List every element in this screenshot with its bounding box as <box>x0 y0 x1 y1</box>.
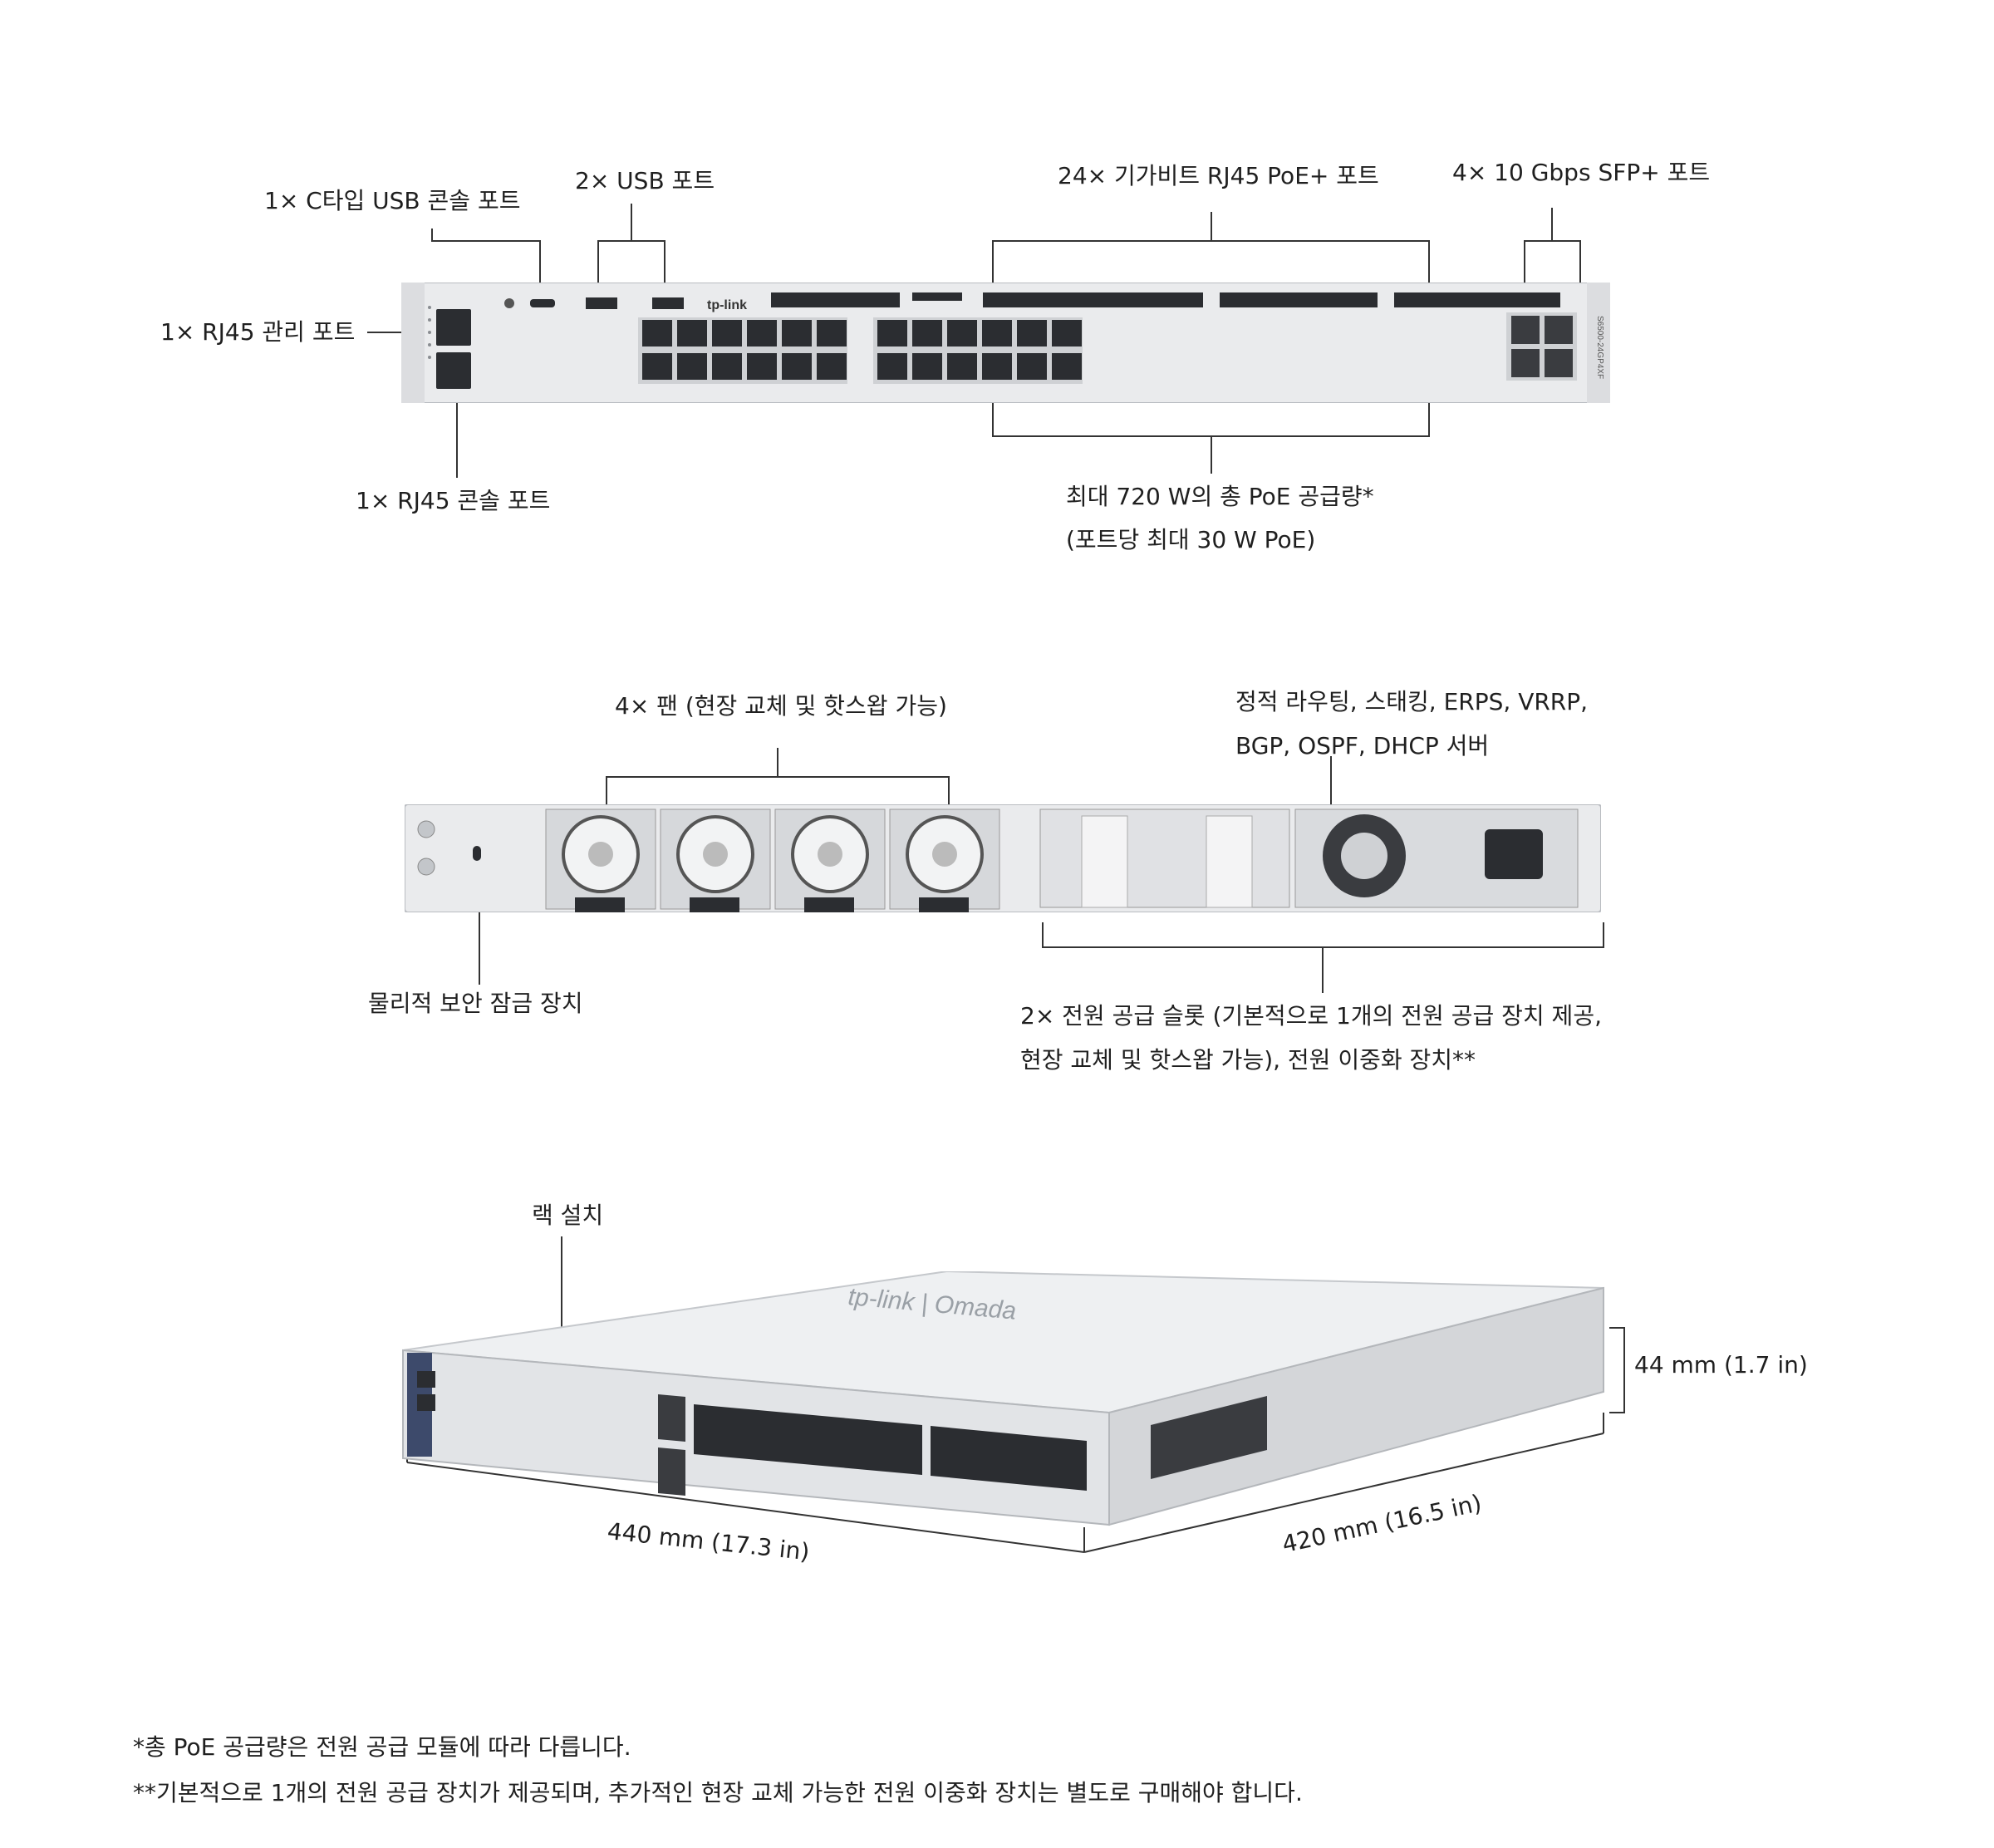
iso-ports <box>694 1404 1087 1491</box>
sfp-cages <box>1506 312 1577 381</box>
power-inlet-shape <box>1485 829 1543 879</box>
lock-slot-shape <box>473 846 481 861</box>
label-mgmt: 1× RJ45 관리 포트 <box>160 318 356 346</box>
label-rj45-console: 1× RJ45 콘솔 포트 <box>356 487 551 514</box>
label-features-2: BGP, OSPF, DHCP 서버 <box>1235 732 1490 759</box>
mgmt-port-shape <box>436 309 471 346</box>
front-panel-figure: tp-link S6500-24GP4XF <box>401 283 1610 403</box>
label-poe-budget-2: (포트당 최대 30 W PoE) <box>1066 526 1316 553</box>
front-brand: tp-link <box>707 298 747 312</box>
fan-modules <box>545 808 1000 910</box>
rear-panel-figure <box>405 804 1601 912</box>
isometric-figure: tp-link | Omada <box>402 1271 1604 1526</box>
console-port-shape <box>436 352 471 389</box>
front-vents <box>771 292 1560 307</box>
iso-side-vents <box>1151 1396 1267 1479</box>
label-rack: 랙 설치 <box>532 1202 604 1229</box>
rj45-port-block <box>638 317 1083 384</box>
label-psu-2: 현장 교체 및 핫스왑 가능), 전원 이중화 장치** <box>1020 1046 1476 1074</box>
label-typec-console: 1× C타입 USB 콘솔 포트 <box>264 187 521 214</box>
footnote-1: *총 PoE 공급량은 전원 공급 모듈에 따라 다릅니다. <box>133 1733 631 1761</box>
label-features-1: 정적 라우팅, 스태킹, ERPS, VRRP, <box>1235 688 1589 715</box>
label-usb: 2× USB 포트 <box>575 167 715 194</box>
label-rj45-poe: 24× 기가비트 RJ45 PoE+ 포트 <box>1058 162 1379 189</box>
label-fans: 4× 팬 (현장 교체 및 핫스왑 가능) <box>615 692 947 720</box>
label-sfp: 4× 10 Gbps SFP+ 포트 <box>1452 159 1711 186</box>
front-model: S6500-24GP4XF <box>1595 316 1604 379</box>
label-lock: 물리적 보안 잠금 장치 <box>368 990 583 1017</box>
footnote-2: **기본적으로 1개의 전원 공급 장치가 제공되며, 추가적인 현장 교체 가… <box>133 1779 1303 1806</box>
label-poe-budget-1: 최대 720 W의 총 PoE 공급량* <box>1066 483 1374 510</box>
label-psu-1: 2× 전원 공급 슬롯 (기본적으로 1개의 전원 공급 장치 제공, <box>1020 1002 1602 1030</box>
label-height: 44 mm (1.7 in) <box>1634 1351 1808 1379</box>
